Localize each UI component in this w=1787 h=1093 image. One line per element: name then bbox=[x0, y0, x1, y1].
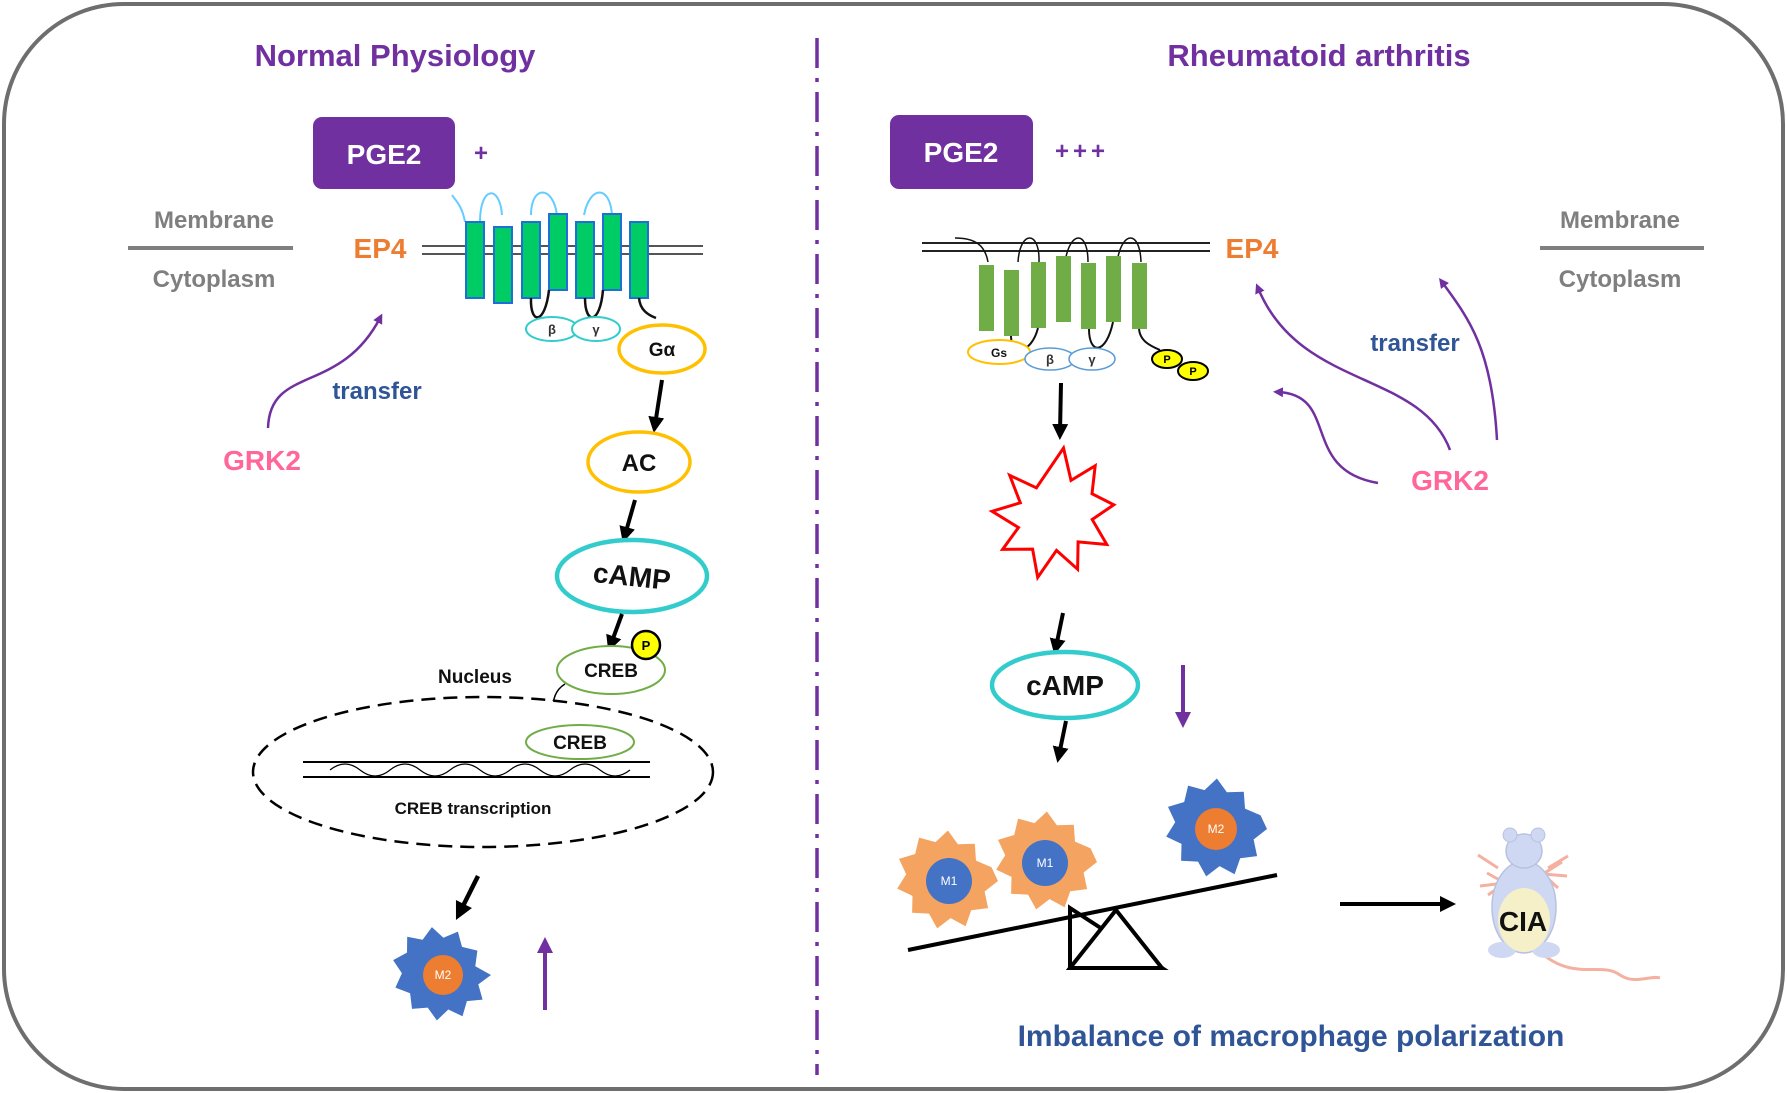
left-dna-wave bbox=[329, 763, 631, 777]
right-cytoplasm-label: Cytoplasm bbox=[1559, 266, 1682, 293]
left-pge2-label: PGE2 bbox=[347, 139, 422, 170]
right-cia-label: CIA bbox=[1499, 906, 1547, 937]
left-cytoplasm-label: Cytoplasm bbox=[153, 266, 276, 293]
right-pge2-level: +++ bbox=[1055, 138, 1109, 165]
left-gamma-label: γ bbox=[592, 322, 600, 337]
right-m2-nucleus bbox=[1195, 808, 1237, 850]
right-transfer-label: transfer bbox=[1370, 330, 1459, 357]
right-grk2-arrow-to-receptor bbox=[1273, 387, 1379, 485]
arrow-nucleus-to-m2 bbox=[455, 874, 481, 921]
left-pge2-box bbox=[313, 117, 455, 189]
right-grk2-label: GRK2 bbox=[1411, 465, 1489, 496]
right-grk2-arrow-to-membrane bbox=[1439, 277, 1499, 441]
left-panel: Normal Physiology PGE2 + Membrane Cytopl… bbox=[128, 38, 715, 1021]
arrow-burst-to-camp bbox=[1049, 612, 1066, 655]
right-m1-a-nucleus bbox=[926, 858, 972, 904]
arrow-camp-to-balance bbox=[1052, 720, 1069, 763]
right-ep4-label: EP4 bbox=[1226, 233, 1279, 264]
right-seesaw-beam bbox=[907, 873, 1278, 952]
arrow-receptor-to-burst bbox=[1052, 382, 1069, 440]
right-disruption-burst bbox=[988, 444, 1117, 582]
left-creb-label: CREB bbox=[584, 661, 638, 682]
left-m2-nucleus bbox=[423, 955, 463, 995]
left-m2-label: M2 bbox=[435, 968, 452, 982]
right-gamma-subunit bbox=[1068, 347, 1116, 371]
right-beta-label: β bbox=[1046, 352, 1054, 367]
right-seesaw-fulcrum-shape bbox=[1065, 906, 1167, 970]
left-creb-phospho-label: P bbox=[642, 638, 651, 653]
left-membrane-label: Membrane bbox=[154, 207, 274, 234]
left-grk2-transfer-arrow bbox=[266, 313, 383, 429]
arrow-camp-to-creb bbox=[606, 613, 624, 652]
right-m1-a-label: M1 bbox=[941, 874, 958, 888]
left-nucleus-label: Nucleus bbox=[438, 667, 512, 688]
right-m1-b-label: M1 bbox=[1037, 856, 1054, 870]
right-membrane-label: Membrane bbox=[1560, 207, 1680, 234]
right-phospho-2-label: P bbox=[1189, 366, 1196, 378]
left-creb-nuclear-node bbox=[525, 724, 635, 760]
left-ac-label: AC bbox=[622, 450, 657, 477]
left-camp-node bbox=[554, 537, 710, 615]
left-transfer-label: transfer bbox=[332, 378, 421, 405]
right-ep4-receptor bbox=[954, 237, 1161, 351]
right-caption: Imbalance of macrophage polarization bbox=[1018, 1020, 1565, 1053]
right-m2-label: M2 bbox=[1208, 822, 1225, 836]
left-ac-node bbox=[586, 430, 692, 494]
right-camp-node bbox=[989, 649, 1141, 721]
left-title: Normal Physiology bbox=[255, 38, 537, 73]
right-pge2-label: PGE2 bbox=[924, 137, 999, 168]
left-gamma-subunit bbox=[571, 316, 621, 342]
left-ep4-label: EP4 bbox=[354, 233, 407, 264]
right-pge2-box bbox=[890, 115, 1033, 189]
right-phospho-1 bbox=[1151, 349, 1183, 369]
left-transcription-label: CREB transcription bbox=[395, 799, 552, 818]
right-phospho-1-label: P bbox=[1163, 354, 1170, 366]
left-beta-label: β bbox=[548, 322, 556, 337]
right-cia-mouse-icon bbox=[1477, 827, 1661, 982]
left-creb-nuclear-label: CREB bbox=[553, 733, 607, 754]
left-galpha-node bbox=[617, 323, 707, 375]
left-ep4-receptor bbox=[451, 191, 657, 320]
right-title: Rheumatoid arthritis bbox=[1167, 38, 1470, 73]
right-phospho-2 bbox=[1177, 361, 1209, 381]
arrow-ac-to-camp bbox=[619, 499, 637, 543]
left-grk2-label: GRK2 bbox=[223, 445, 301, 476]
left-pge2-level: + bbox=[474, 140, 488, 167]
right-camp-label: cAMP bbox=[1026, 670, 1104, 701]
right-grk2-arrow-to-ep4 bbox=[1255, 283, 1452, 451]
right-gs-label: Gs bbox=[991, 346, 1007, 360]
right-panel: Rheumatoid arthritis PGE2 +++ Membrane C… bbox=[890, 38, 1704, 1053]
right-m1-b-nucleus bbox=[1022, 840, 1068, 886]
left-galpha-label: Gα bbox=[649, 340, 676, 361]
arrow-galpha-to-ac bbox=[648, 379, 665, 433]
left-creb-node bbox=[556, 645, 666, 695]
right-gamma-label: γ bbox=[1088, 352, 1096, 367]
left-creb-phospho bbox=[630, 629, 662, 661]
